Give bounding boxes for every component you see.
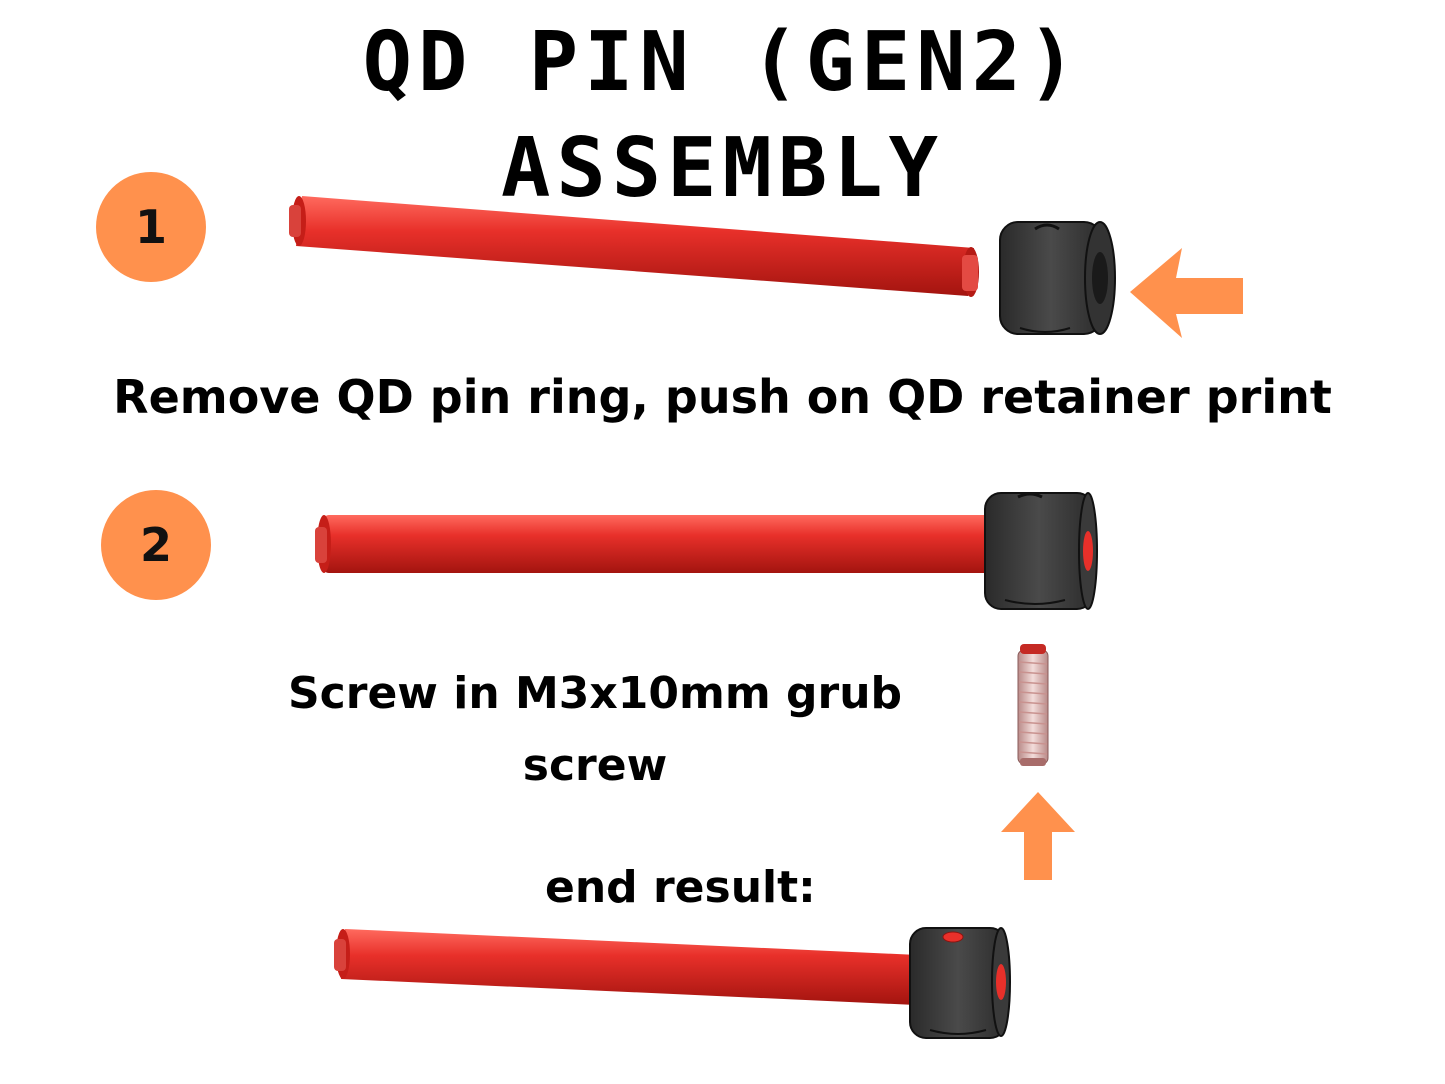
step-2-caption-line1: Screw in M3x10mm grub [287,668,903,719]
qd-retainer-icon [909,927,1011,1039]
result-label: end result: [545,862,816,913]
qd-retainer-icon [999,221,1116,335]
qd-retainer-icon [984,492,1098,610]
step-2-caption-line2: screw [522,740,668,791]
step-1-badge: 1 [96,172,206,282]
arrow-up-icon [1001,792,1075,880]
grub-screw-icon [1017,644,1049,766]
qd-pin-icon [315,515,991,573]
page-title-line2: ASSEMBLY [501,121,944,216]
qd-pin-icon [289,196,979,297]
step-1-caption: Remove QD pin ring, push on QD retainer … [113,370,1332,424]
step-2-badge: 2 [101,490,211,600]
qd-pin-icon [334,929,918,1005]
arrow-left-icon [1130,248,1243,338]
page-title-line1: QD PIN (GEN2) [362,15,1083,110]
